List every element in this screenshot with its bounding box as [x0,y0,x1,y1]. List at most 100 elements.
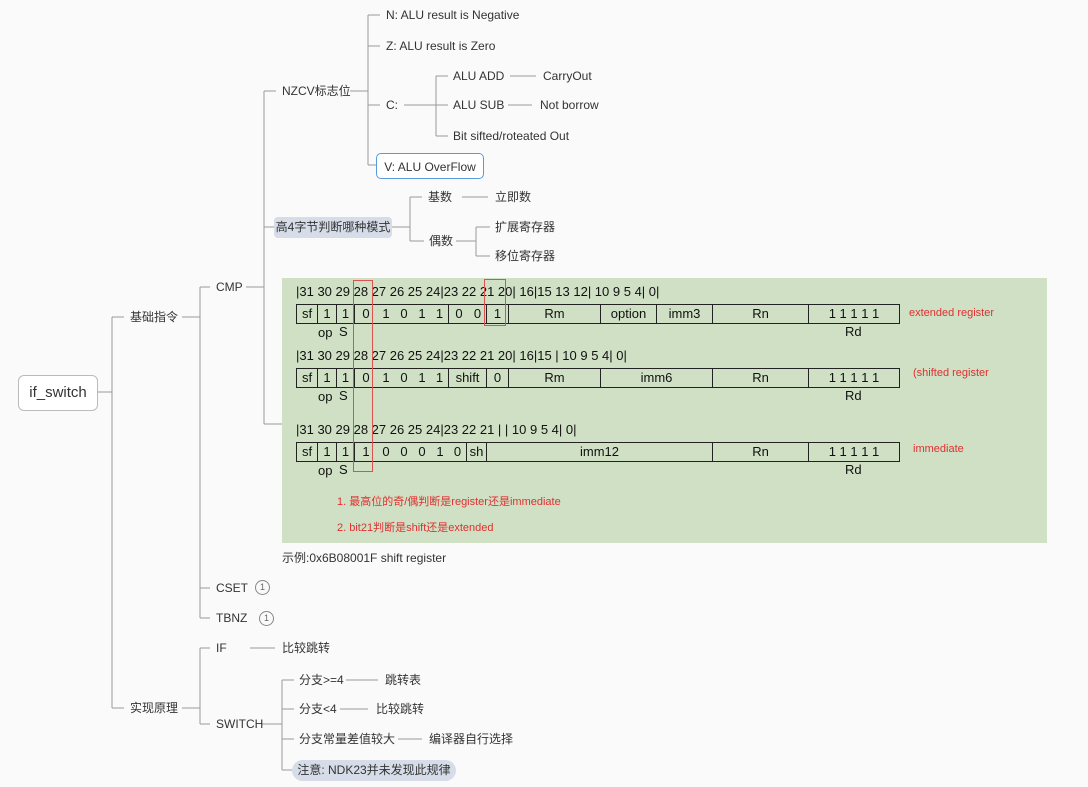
example-text[interactable]: 示例:0x6B08001F shift register [282,551,447,565]
field-bit21: 1 [487,305,509,323]
field-bit: 1 [431,369,449,387]
encoding-row-immediate: sf 1 1 1 0 0 0 1 0 sh imm12 Rn 1 1 1 1 1 [296,442,900,462]
field-bit: 1 [382,370,390,385]
field-rm: Rm [509,369,601,387]
node-not-borrow[interactable]: Not borrow [540,98,599,112]
bit28-highlight [353,280,373,472]
bit-numbers-b: |31 30 29 28 27 26 25 24|23 22 21 20| 16… [296,348,627,363]
field-bit: 1 [318,443,337,461]
node-branch-lt4[interactable]: 分支<4 [299,702,337,716]
node-alu-add[interactable]: ALU ADD [453,69,505,83]
label-s: S [339,324,348,339]
node-branch-ge4[interactable]: 分支>=4 [299,673,344,687]
node-note-ndk23[interactable]: 注意: NDK23并未发现此规律 [292,760,456,781]
node-extended-register[interactable]: 扩展寄存器 [495,220,556,234]
label-rd: Rd [845,462,862,477]
cset-count-badge[interactable]: 1 [255,580,270,595]
field-bit: 0 [469,305,487,323]
field-bit: 1 [418,370,426,385]
encoding-row-shifted: sf 1 1 0 1 0 1 1 shift 0 Rm imm6 Rn 1 1 … [296,368,900,388]
field-shift: shift [449,369,487,387]
label-rd: Rd [845,388,862,403]
field-bit: 1 [382,306,390,321]
field-imm6: imm6 [601,369,713,387]
field-sf: sf [297,305,318,323]
note-parity: 1. 最高位的奇/偶判断是register还是immediate [337,496,561,508]
note-bit21: 2. bit21判断是shift还是extended [337,522,494,534]
encoding-image: |31 30 29 28 27 26 25 24|23 22 21 20| 16… [282,278,1047,543]
bit21-highlight [484,279,506,326]
field-bit: 1 [436,444,444,459]
label-op: op [318,325,333,340]
field-sf: sf [297,443,318,461]
node-even[interactable]: 偶数 [429,234,454,248]
node-bit-shifted[interactable]: Bit sifted/roteated Out [453,129,570,143]
field-bit: 1 [318,369,337,387]
node-z-flag[interactable]: Z: ALU result is Zero [386,39,496,53]
label-extended-register: extended register [909,307,994,319]
node-switch[interactable]: SWITCH [216,717,264,731]
field-bit: 0 [418,444,426,459]
node-immediate[interactable]: 立即数 [495,190,532,204]
field-bit: 1 [431,305,449,323]
node-alu-sub[interactable]: ALU SUB [453,98,505,112]
encoding-row-extended: sf 1 1 0 1 0 1 1 0 0 1 Rm option imm3 Rn… [296,304,900,324]
node-c-flag[interactable]: C: [386,98,398,112]
field-bit: 1 [337,305,355,323]
field-bit: 0 [362,306,370,321]
label-op: op [318,389,333,404]
field-bit: 0 [362,370,370,385]
node-if[interactable]: IF [216,641,227,655]
node-cset[interactable]: CSET [216,581,249,595]
label-op: op [318,463,333,478]
field-rd: 1 1 1 1 1 [828,306,880,321]
field-rn: Rn [713,369,809,387]
label-rd: Rd [845,324,862,339]
field-sf: sf [297,369,318,387]
bit-numbers-c: |31 30 29 28 27 26 25 24|23 22 21 | | 10… [296,422,577,437]
node-shifted-register[interactable]: 移位寄存器 [495,249,556,263]
field-bit: 0 [400,306,408,321]
field-rd: 1 1 1 1 1 [828,444,880,459]
field-bit: 1 [318,305,337,323]
node-compare-jump[interactable]: 比较跳转 [282,641,331,655]
node-branch-large-gap[interactable]: 分支常量差值较大 [299,732,396,746]
node-nzcv[interactable]: NZCV标志位 [282,84,351,98]
label-s: S [339,462,348,477]
node-mode[interactable]: 高4字节判断哪种模式 [274,217,392,238]
field-bit21: 0 [487,369,509,387]
node-tbnz[interactable]: TBNZ [216,611,248,625]
node-carry-out[interactable]: CarryOut [543,69,592,83]
node-implementation[interactable]: 实现原理 [130,701,179,715]
node-compare-jump-2[interactable]: 比较跳转 [376,702,425,716]
field-option: option [601,305,657,323]
field-bit: 1 [362,444,370,459]
field-bit: 1 [337,369,355,387]
label-shifted-register: (shifted register [913,367,989,379]
label-s: S [339,388,348,403]
node-n-flag[interactable]: N: ALU result is Negative [386,8,520,22]
field-bit: 0 [400,370,408,385]
field-sh: sh [467,443,487,461]
field-bit: 1 [418,306,426,321]
tbnz-count-badge[interactable]: 1 [259,611,274,626]
field-bit: 0 [382,444,390,459]
field-bit: 1 [337,443,355,461]
node-v-flag-selected[interactable]: V: ALU OverFlow [376,153,484,179]
field-bit: 0 [400,444,408,459]
field-rn: Rn [713,305,809,323]
field-rd: 1 1 1 1 1 [828,370,880,385]
field-imm12: imm12 [487,443,713,461]
node-compiler-choice[interactable]: 编译器自行选择 [429,732,514,746]
node-jump-table[interactable]: 跳转表 [385,673,422,687]
field-bit: 0 [449,443,467,461]
node-basic-instructions[interactable]: 基础指令 [130,310,179,324]
root-node[interactable]: if_switch [18,375,98,411]
bit-numbers-a: |31 30 29 28 27 26 25 24|23 22 21 20| 16… [296,284,660,299]
node-cmp[interactable]: CMP [216,280,243,294]
field-rn: Rn [713,443,809,461]
field-bit: 0 [455,306,463,321]
node-odd[interactable]: 基数 [428,190,453,204]
label-immediate: immediate [913,443,964,455]
